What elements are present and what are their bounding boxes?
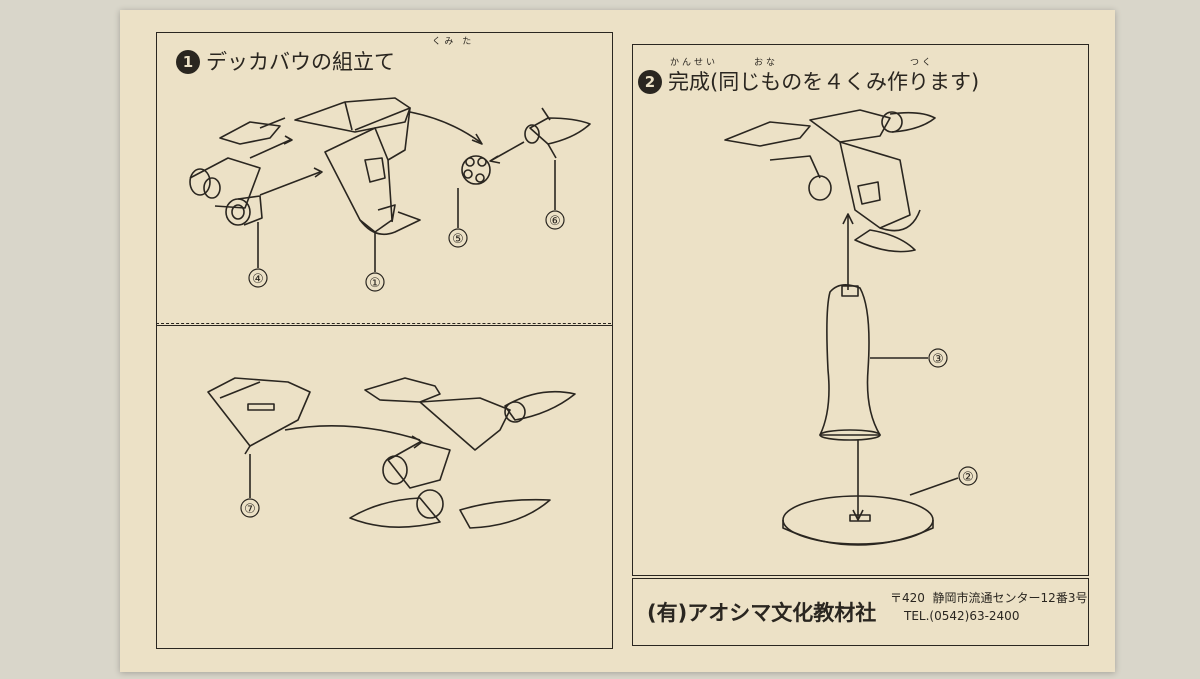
step1-title-text: デッカバウの組立て: [206, 50, 395, 74]
arrowhead: [411, 435, 423, 449]
callout-part5: ⑤: [452, 232, 464, 247]
hull-part-illustration: [219, 97, 421, 236]
callout-part7: ⑦: [244, 502, 256, 517]
step1-number: 1: [176, 50, 200, 74]
company-name: (有)アオシマ文化教材社: [647, 601, 877, 625]
company-address: 〒420 静岡市流通センター12番3号 TEL.(0542)63-2400: [890, 589, 1087, 625]
arrow: [259, 171, 321, 196]
arrowhead: [489, 155, 501, 164]
callout-part4: ④: [252, 272, 264, 287]
assembly-illustrations: ④ ① ⑤ ⑥ ⑦ ③ ②: [189, 97, 978, 546]
callout-part1: ①: [369, 276, 381, 291]
part5-illustration: [461, 155, 491, 185]
arrowhead: [471, 133, 483, 145]
callout-part6: ⑥: [549, 214, 561, 229]
callout-part2: ②: [962, 470, 974, 485]
step2-title-text: 完成(同じものを４くみ作ります): [668, 70, 980, 94]
completed-ship-illustration: [724, 109, 936, 253]
step2-panel: [632, 44, 1089, 576]
step2-ruby: かんせい おな つく: [670, 58, 935, 68]
engine-pod-illustration: [189, 157, 263, 226]
step1-ruby: くみ た: [432, 37, 475, 47]
part7-illustration: [207, 377, 311, 455]
arrow: [249, 139, 291, 159]
step2-number: 2: [638, 70, 662, 94]
postal-code: 〒420: [890, 591, 925, 605]
callout-part3: ③: [932, 352, 944, 367]
step1-panel: [156, 32, 613, 326]
step1-panel-lower: [156, 324, 613, 649]
part6-illustration: [524, 107, 591, 159]
street-address: 静岡市流通センター12番3号: [932, 591, 1088, 605]
leader-line: [909, 477, 959, 496]
panel-divider: [156, 323, 611, 324]
publisher-footer: (有)アオシマ文化教材社 〒420 静岡市流通センター12番3号 TEL.(05…: [632, 578, 1089, 646]
arrow: [284, 424, 421, 441]
arrowhead: [852, 509, 864, 521]
stand-base-illustration: [782, 495, 934, 546]
arrow: [409, 111, 481, 143]
arrowhead: [842, 213, 854, 225]
arrowhead: [283, 135, 293, 145]
assembled-ship-illustration: [349, 377, 576, 529]
stand-pillar-illustration: [819, 284, 881, 441]
arrowhead: [313, 167, 323, 178]
phone-number: TEL.(0542)63-2400: [904, 609, 1020, 623]
